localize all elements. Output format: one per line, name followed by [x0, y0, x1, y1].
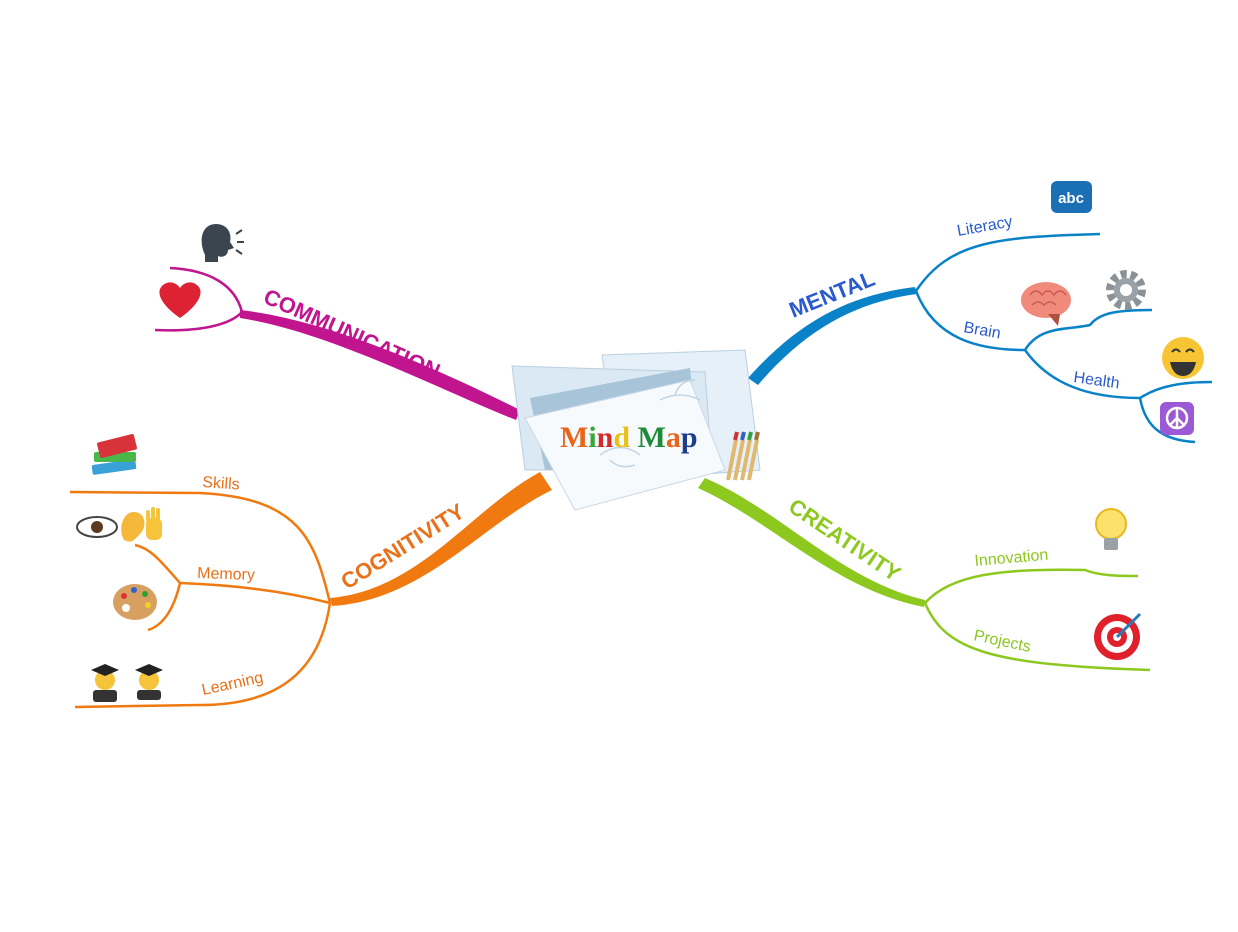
gear-icon	[1106, 270, 1146, 310]
title-letter: M	[560, 421, 588, 454]
raised-hand-icon	[146, 507, 162, 540]
title-letter: p	[681, 421, 698, 454]
grinning-face-icon	[1162, 337, 1204, 379]
brain-icon	[1021, 282, 1071, 326]
learning-label: Learning	[200, 669, 264, 699]
memory-label: Memory	[197, 565, 255, 584]
title-letter: a	[666, 421, 681, 454]
branch-communication[interactable]: COMMUNICATION	[154, 266, 520, 420]
communication-label: COMMUNICATION	[260, 284, 444, 384]
branch-creativity[interactable]: CREATIVITY Innovation Projects	[698, 478, 1151, 672]
brain-label: Brain	[962, 319, 1002, 342]
central-title: Mind Map	[560, 421, 698, 454]
graduate-icon	[91, 664, 163, 702]
ear-icon	[121, 512, 145, 542]
target-icon	[1094, 612, 1142, 660]
light-bulb-icon	[1095, 508, 1127, 550]
title-letter: n	[597, 421, 614, 454]
svg-text:abc: abc	[1058, 190, 1084, 207]
title-letter	[630, 421, 638, 454]
speaking-head-icon	[201, 224, 244, 262]
title-letter: d	[613, 421, 630, 454]
eye-icon	[76, 516, 118, 538]
skills-label: Skills	[202, 474, 240, 494]
health-label: Health	[1072, 369, 1120, 392]
innovation-label: Innovation	[974, 547, 1049, 570]
literacy-label: Literacy	[956, 213, 1014, 239]
heart-icon	[159, 282, 201, 318]
peace-symbol-icon	[1160, 402, 1194, 435]
abc-icon: abc	[1051, 181, 1092, 213]
title-letter: i	[588, 421, 596, 454]
title-letter: M	[638, 421, 666, 454]
markers-icon	[726, 431, 760, 481]
central-topic[interactable]: Mind Map	[511, 349, 761, 511]
branch-mental[interactable]: MENTAL Literacy Brain Health	[748, 213, 1213, 444]
books-icon	[91, 434, 137, 475]
palette-icon	[113, 584, 157, 620]
